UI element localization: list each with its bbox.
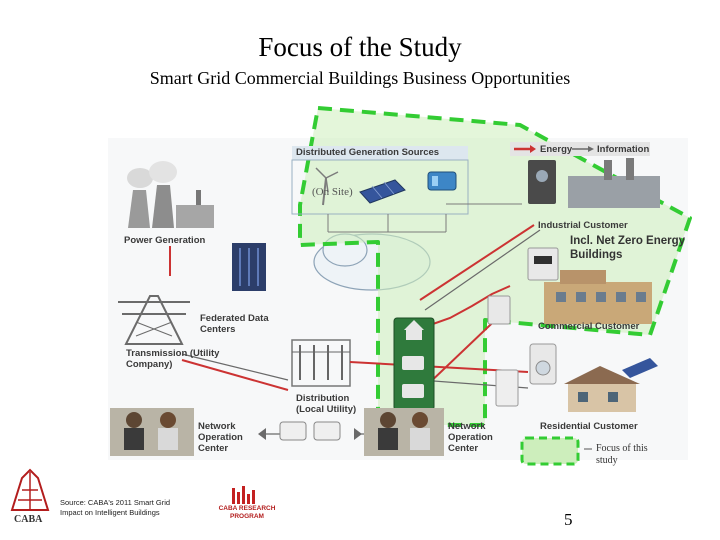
focus-legend-swatch	[520, 436, 580, 466]
residential-customer-label: Residential Customer	[540, 421, 638, 432]
solar-panel-icon	[359, 179, 406, 204]
router-icon	[279, 421, 341, 441]
commercial-customer-icon	[544, 270, 652, 324]
smart-meter-panel-icon	[393, 317, 435, 411]
distributed-generation-label: Distributed Generation Sources	[296, 147, 440, 158]
source-note: Source: CABA's 2011 Smart Grid Impact on…	[60, 498, 171, 517]
transmission-tower-icon	[118, 295, 190, 345]
net-zero-label: Incl. Net Zero Energy Buildings	[570, 235, 686, 261]
information-arrowhead-icon	[588, 146, 594, 152]
right-arrow-icon	[354, 428, 362, 440]
power-generation-label: Power Generation	[124, 235, 206, 246]
on-site-label: (On Site)	[312, 186, 353, 198]
network-operation-center-right-icon	[364, 408, 444, 456]
distributed-generation-box	[291, 159, 469, 215]
industrial-customer-icon	[528, 158, 660, 208]
substation-icon	[291, 339, 351, 387]
caba-research-program-text: CABA RESEARCH PROGRAM	[218, 505, 276, 520]
noc-right-label: Network Operation Center	[448, 421, 493, 454]
page-number: 5	[564, 510, 573, 529]
distribution-label: Distribution (Local Utility)	[296, 393, 357, 415]
caba-logo	[10, 468, 50, 511]
battery-icon	[427, 171, 457, 191]
information-link	[424, 229, 541, 311]
slide-subtitle: Smart Grid Commercial Buildings Business…	[149, 68, 571, 88]
information-legend-label: Information	[597, 144, 650, 155]
energy-legend-label: Energy	[540, 144, 573, 155]
home-gateway-icon	[495, 369, 519, 407]
power-plant-icon	[127, 161, 214, 228]
industrial-meter-icon	[527, 247, 559, 281]
information-link	[181, 353, 289, 381]
wind-turbine-icon	[315, 167, 339, 206]
energy-link	[415, 285, 511, 331]
energy-link	[181, 359, 289, 391]
slide-title: Focus of the Study	[258, 32, 462, 62]
left-arrow-icon	[258, 428, 266, 440]
focus-legend-label: Focus of this study	[596, 443, 648, 466]
energy-arrowhead-icon	[530, 145, 536, 153]
energy-link	[419, 224, 535, 301]
data-center-icon	[232, 243, 266, 291]
residential-meter-icon	[529, 343, 557, 385]
commercial-meter-icon	[487, 295, 511, 325]
network-operation-center-left-icon	[110, 408, 194, 456]
distributed-generation-header	[292, 146, 468, 160]
transmission-label: Transmission (Utility Company)	[126, 348, 220, 370]
industrial-customer-label: Industrial Customer	[538, 220, 628, 231]
federated-data-centers-label: Federated Data Centers	[200, 313, 269, 335]
caba-research-program-logo	[232, 486, 255, 504]
residential-customer-icon	[564, 358, 658, 412]
noc-left-label: Network Operation Center	[198, 421, 243, 454]
commercial-customer-label: Commercial Customer	[538, 321, 640, 332]
caba-logo-text: CABA	[14, 514, 43, 525]
